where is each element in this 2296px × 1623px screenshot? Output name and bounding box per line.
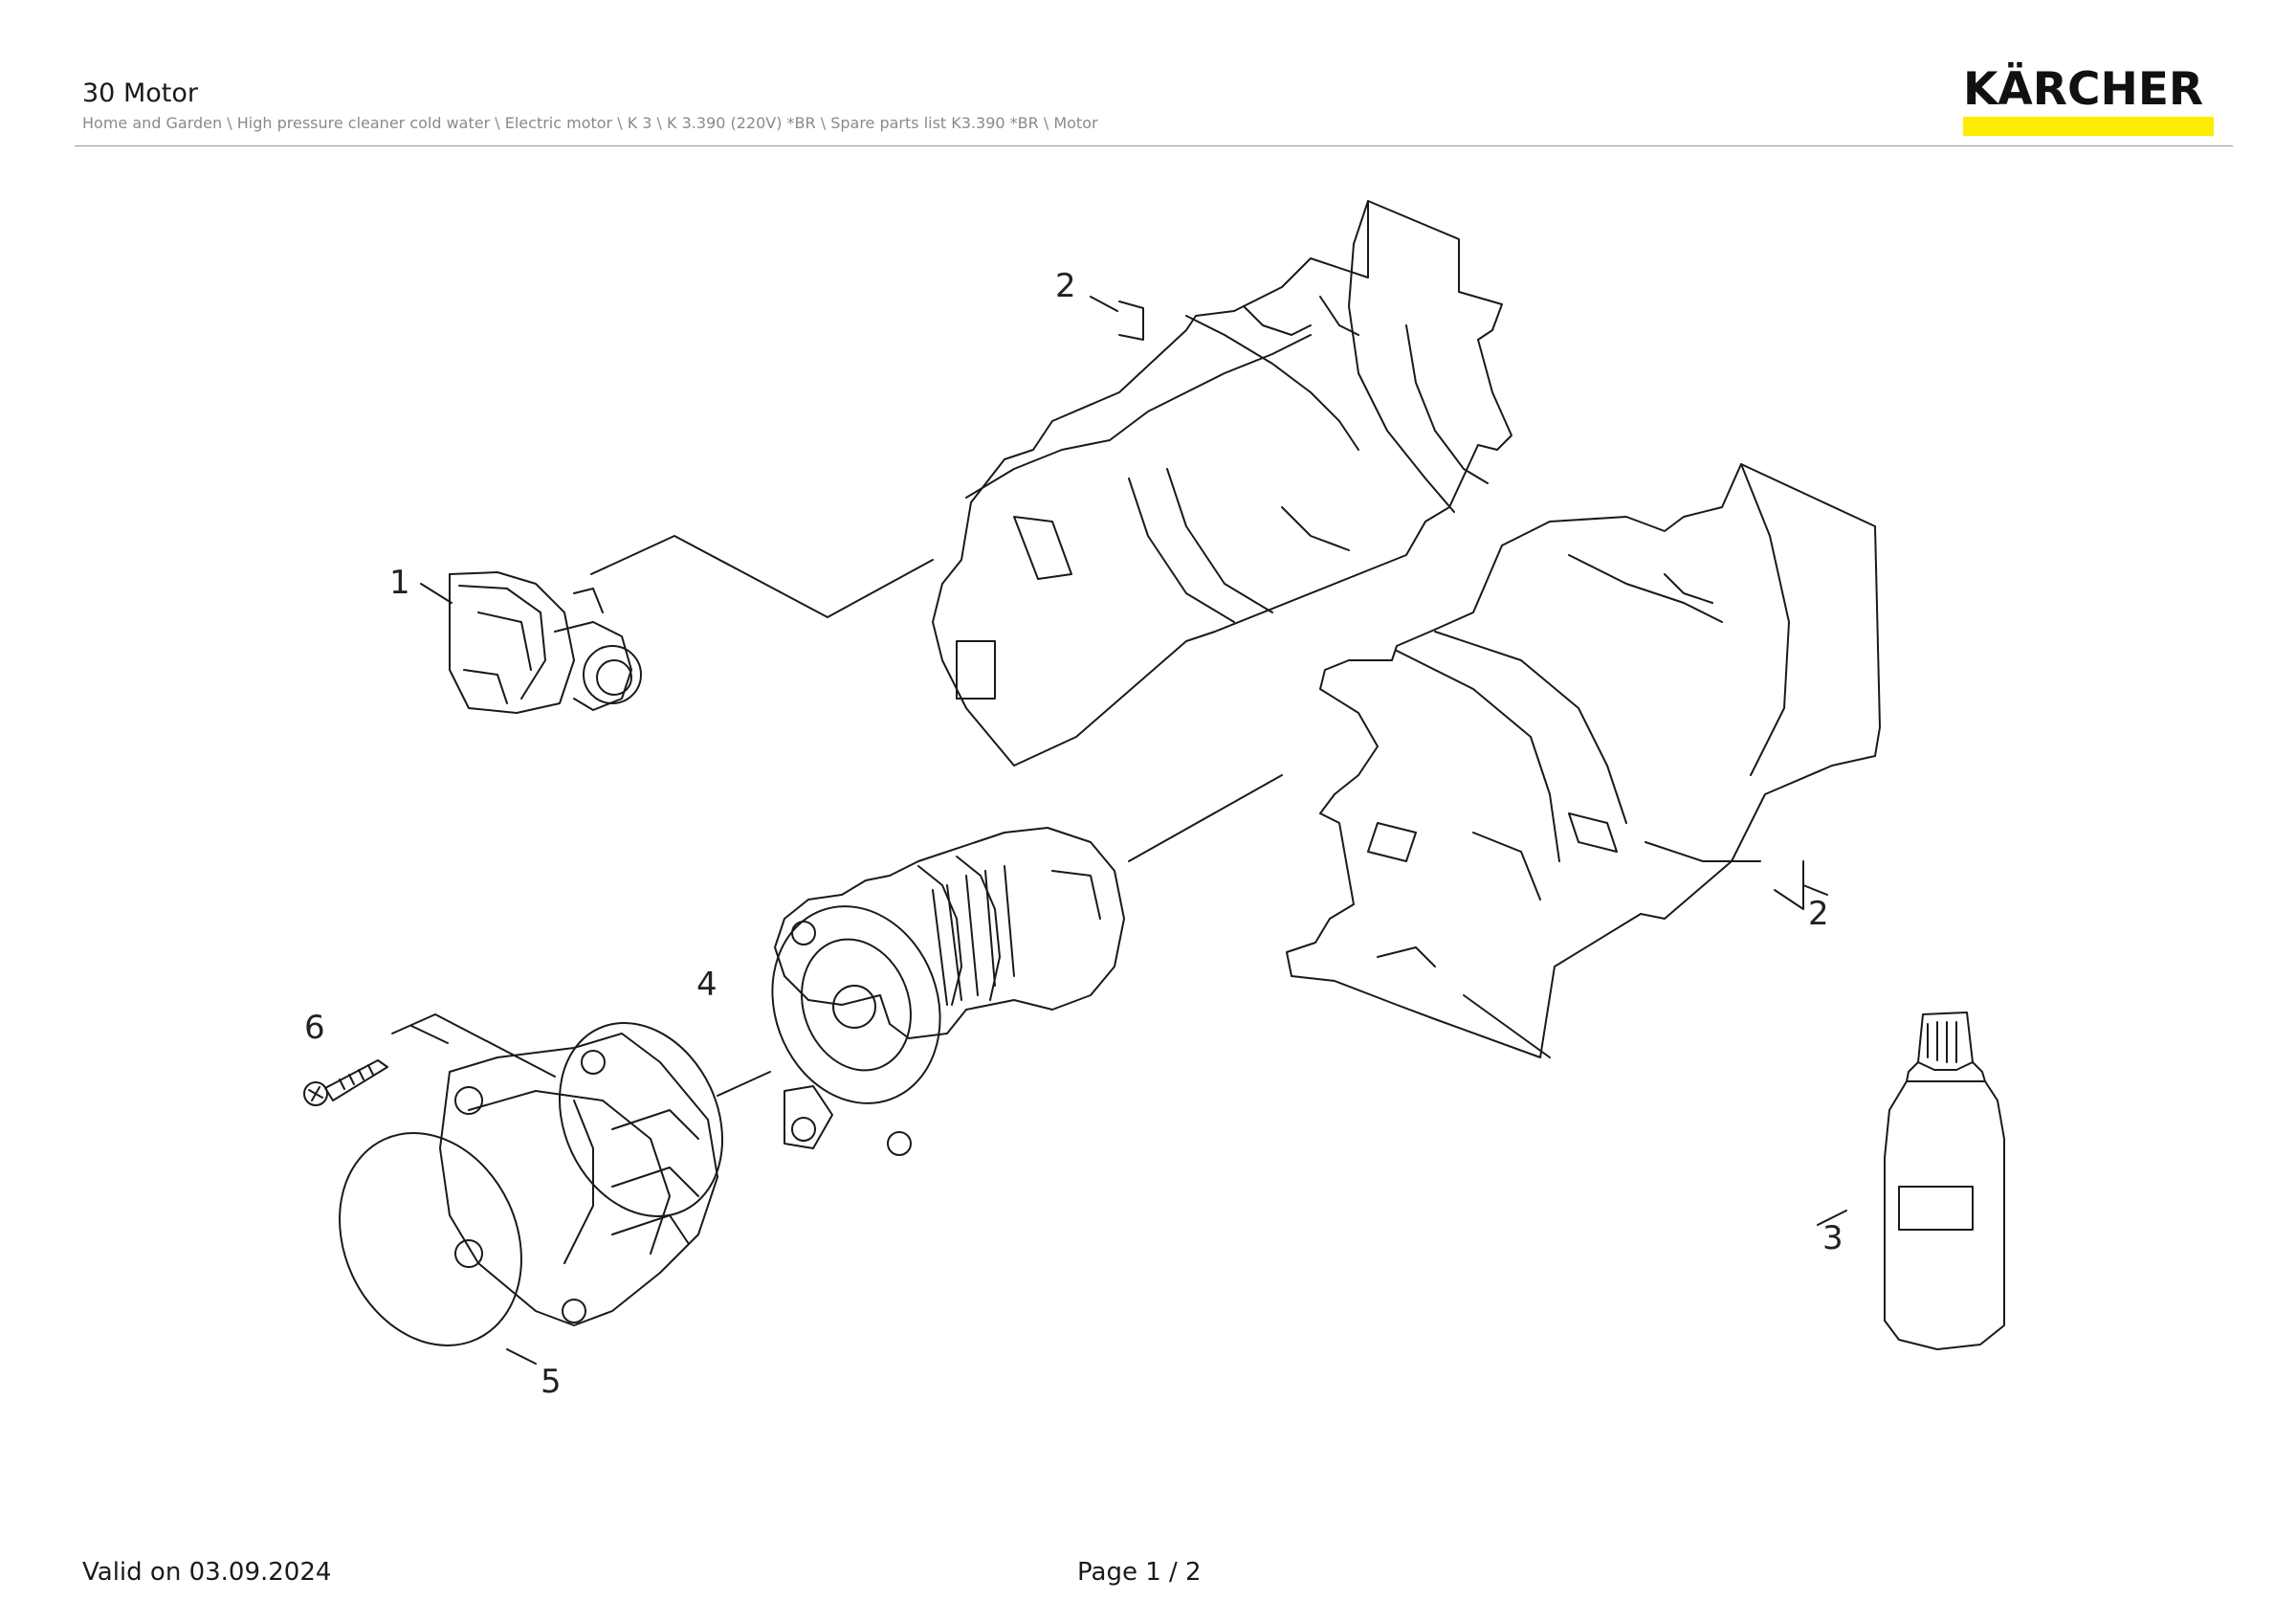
- breadcrumb[interactable]: Home and Garden \ High pressure cleaner …: [82, 114, 1098, 132]
- logo-text: KÄRCHER: [1963, 63, 2204, 116]
- logo-accent-bar: [1963, 117, 2214, 136]
- part-2-lower-housing: [1286, 463, 1881, 1058]
- callout-4: 4: [696, 966, 718, 1004]
- page-title: 30 Motor: [82, 78, 198, 108]
- part-1-switch-unit: [449, 571, 642, 714]
- part-4-motor: [771, 827, 1125, 1156]
- part-6-screw: [303, 1059, 388, 1106]
- callout-1: 1: [389, 564, 410, 602]
- part-2-upper-housing: [932, 200, 1512, 767]
- karcher-logo: KÄRCHER: [1963, 67, 2216, 136]
- part-3-oil-bottle: [1884, 1012, 2005, 1350]
- part-5-end-cap: [339, 1022, 724, 1346]
- callout-5: 5: [541, 1363, 562, 1401]
- header-divider: [75, 145, 2233, 146]
- callout-6: 6: [304, 1009, 325, 1047]
- valid-date: Valid on 03.09.2024: [82, 1558, 332, 1587]
- callout-3: 3: [1822, 1219, 1843, 1257]
- callout-2-lower: 2: [1808, 895, 1829, 933]
- leader-lines: [391, 296, 1847, 1365]
- callout-2-upper: 2: [1055, 267, 1076, 305]
- page-number: Page 1 / 2: [1077, 1558, 1202, 1587]
